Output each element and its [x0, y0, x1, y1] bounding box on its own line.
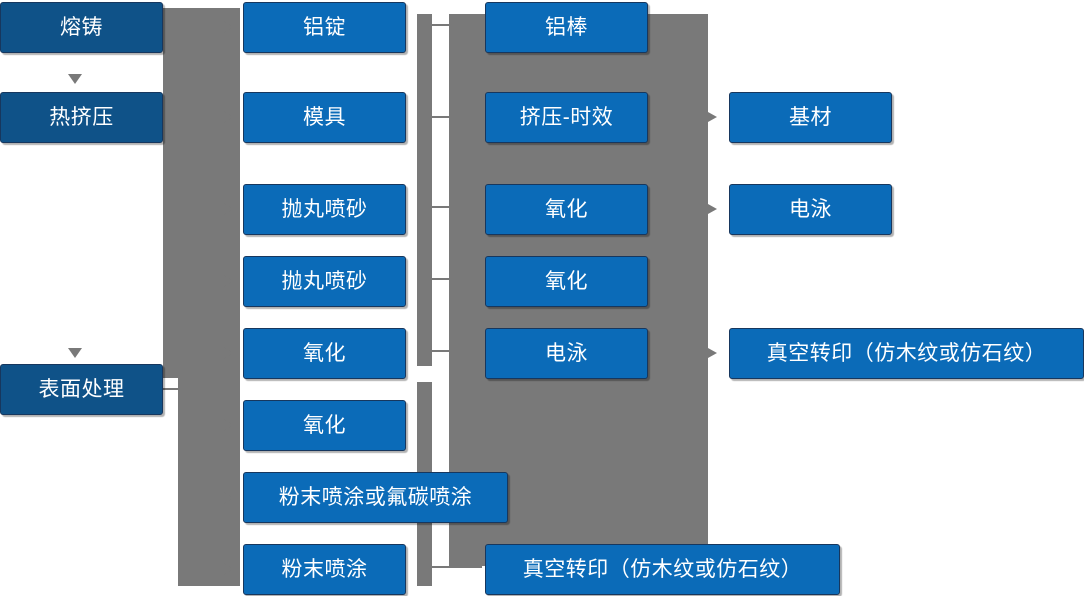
node-oxidation-3-label: 氧化	[545, 198, 588, 221]
node-powder-coating-label: 粉末喷涂	[281, 558, 368, 581]
arrow-to-shot-blasting-1	[222, 202, 233, 216]
tie-oxidation-4	[432, 278, 450, 280]
node-aluminum-ingot[interactable]: 铝锭	[243, 2, 406, 53]
connector-stub-surface-treatment	[163, 388, 183, 390]
stage-surface-treatment-label: 表面处理	[38, 378, 125, 401]
node-vacuum-transfer-right[interactable]: 真空转印（仿木纹或仿石纹）	[729, 328, 1084, 379]
stage-melt-cast-label: 熔铸	[60, 16, 103, 39]
node-vacuum-transfer-bottom-label: 真空转印（仿木纹或仿石纹）	[522, 558, 803, 581]
node-electrophoresis-1-label: 电泳	[545, 342, 588, 365]
arrow-to-mold	[222, 110, 233, 124]
node-oxidation-1[interactable]: 氧化	[243, 328, 406, 379]
node-oxidation-4-label: 氧化	[545, 270, 588, 293]
node-base-material[interactable]: 基材	[729, 92, 892, 143]
node-mold-label: 模具	[303, 106, 346, 129]
node-electrophoresis-2[interactable]: 电泳	[729, 184, 892, 235]
node-powder-or-fluorocarbon[interactable]: 粉末喷涂或氟碳喷涂	[243, 472, 508, 523]
node-shot-blasting-2[interactable]: 抛丸喷砂	[243, 256, 406, 307]
stage-surface-treatment[interactable]: 表面处理	[0, 364, 163, 415]
node-extrusion-aging[interactable]: 挤压-时效	[485, 92, 648, 143]
node-vacuum-transfer-right-label: 真空转印（仿木纹或仿石纹）	[766, 342, 1047, 365]
tie-vacuum-transfer-bottom	[432, 566, 482, 568]
arrow-to-oxidation-2	[222, 418, 233, 432]
node-aluminum-ingot-label: 铝锭	[303, 16, 346, 39]
node-oxidation-3[interactable]: 氧化	[485, 184, 648, 235]
connector-trunk-stage-lower	[178, 378, 240, 586]
arrow-to-aluminum-ingot	[222, 20, 233, 34]
node-mold[interactable]: 模具	[243, 92, 406, 143]
arrow-down-extrusion-to-surface	[68, 348, 82, 358]
node-base-material-label: 基材	[789, 106, 832, 129]
node-oxidation-4[interactable]: 氧化	[485, 256, 648, 307]
node-powder-or-fluorocarbon-label: 粉末喷涂或氟碳喷涂	[278, 486, 473, 509]
arrow-to-powder-coating	[222, 562, 233, 576]
node-electrophoresis-1[interactable]: 电泳	[485, 328, 648, 379]
tie-aluminum-bar	[432, 24, 450, 26]
tie-oxidation-3	[432, 206, 450, 208]
node-shot-blasting-1[interactable]: 抛丸喷砂	[243, 184, 406, 235]
stage-hot-extrusion[interactable]: 热挤压	[0, 92, 163, 143]
node-oxidation-2[interactable]: 氧化	[243, 400, 406, 451]
node-oxidation-2-label: 氧化	[303, 414, 346, 437]
connector-trunk-stage	[163, 8, 240, 378]
node-shot-blasting-1-label: 抛丸喷砂	[281, 198, 368, 221]
arrow-to-electrophoresis-2	[708, 204, 717, 214]
node-vacuum-transfer-bottom[interactable]: 真空转印（仿木纹或仿石纹）	[485, 544, 840, 595]
node-electrophoresis-2-label: 电泳	[789, 198, 832, 221]
arrow-to-base-material	[708, 112, 717, 122]
node-powder-coating[interactable]: 粉末喷涂	[243, 544, 406, 595]
connector-rail-left	[417, 14, 432, 366]
tie-extrusion-aging	[432, 116, 450, 118]
stage-hot-extrusion-label: 热挤压	[49, 106, 114, 129]
node-shot-blasting-2-label: 抛丸喷砂	[281, 270, 368, 293]
stage-melt-cast[interactable]: 熔铸	[0, 2, 163, 53]
arrow-down-melt-to-extrusion	[68, 74, 82, 84]
tie-electrophoresis-1	[432, 350, 450, 352]
node-aluminum-bar-label: 铝棒	[545, 16, 588, 39]
arrow-to-powder-or-fluorocarbon	[222, 491, 233, 505]
node-oxidation-1-label: 氧化	[303, 342, 346, 365]
arrow-to-oxidation-1	[222, 346, 233, 360]
arrow-to-shot-blasting-2	[222, 274, 233, 288]
node-extrusion-aging-label: 挤压-时效	[519, 106, 614, 129]
arrow-to-vacuum-transfer-right	[708, 348, 717, 358]
node-aluminum-bar[interactable]: 铝棒	[485, 2, 648, 53]
